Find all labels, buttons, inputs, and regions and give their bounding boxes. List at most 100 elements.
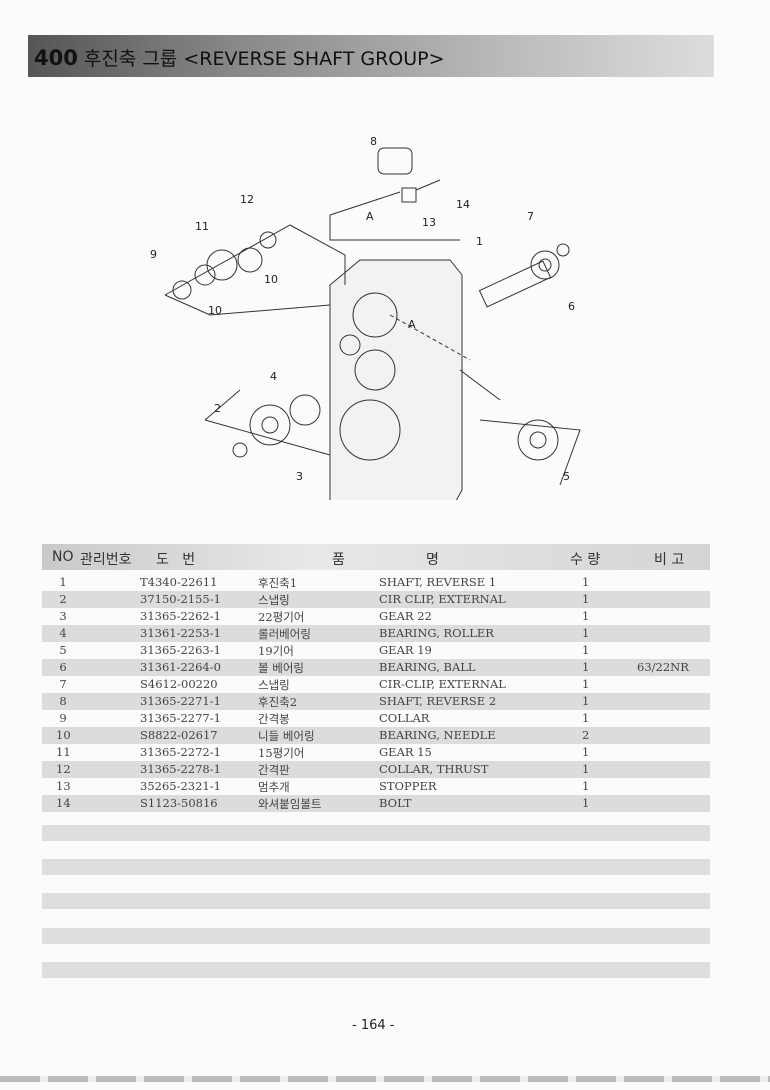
- part-number: 31361-2264-0: [140, 660, 221, 674]
- part-number: 31365-2278-1: [140, 762, 221, 776]
- part-number: 31365-2272-1: [140, 745, 221, 759]
- name-english: BEARING, ROLLER: [379, 626, 494, 640]
- remark: 63/22NR: [637, 660, 689, 674]
- reverse-shaft-1: [478, 260, 552, 308]
- name-korean: 볼 베어링: [258, 661, 304, 675]
- empty-row: [42, 928, 710, 944]
- callout-2: 2: [214, 402, 221, 415]
- row-no: 12: [56, 762, 71, 776]
- page-number: - 164 -: [352, 1018, 395, 1033]
- name-english: GEAR 15: [379, 745, 432, 759]
- name-english: SHAFT, REVERSE 2: [379, 694, 497, 708]
- name-english: GEAR 22: [379, 609, 432, 623]
- part-number: S8822-02617: [140, 728, 218, 742]
- row-no: 3: [59, 609, 67, 623]
- name-english: STOPPER: [379, 779, 437, 793]
- row-no: 11: [56, 745, 71, 759]
- name-korean: 와셔붙임볼트: [258, 797, 322, 811]
- view-label-a: A: [366, 210, 374, 223]
- row-no: 8: [59, 694, 67, 708]
- header-qty: 수 량: [570, 552, 601, 568]
- part-number: 35265-2321-1: [140, 779, 221, 793]
- name-korean: 멈추개: [258, 780, 290, 794]
- name-korean: 간격판: [258, 763, 290, 777]
- row-no: 10: [56, 728, 71, 742]
- part-number: 31365-2271-1: [140, 694, 221, 708]
- quantity: 1: [582, 660, 590, 674]
- name-korean: 후진축2: [258, 695, 298, 709]
- callout-4: 4: [270, 370, 277, 383]
- callout-8: 8: [370, 135, 377, 148]
- row-no: 7: [59, 677, 67, 691]
- name-english: SHAFT, REVERSE 1: [379, 575, 497, 589]
- name-korean: 니들 베어링: [258, 729, 315, 743]
- callout-9: 9: [150, 248, 157, 261]
- row-no: 5: [59, 643, 67, 657]
- gear-case: [329, 259, 463, 500]
- name-english: COLLAR, THRUST: [379, 762, 489, 776]
- row-no: 6: [59, 660, 67, 674]
- quantity: 1: [582, 609, 590, 623]
- title-banner: [28, 35, 714, 77]
- table-row: 8 31365-2271-1 후진축2 SHAFT, REVERSE 2 1: [42, 693, 710, 710]
- row-no: 14: [56, 796, 71, 810]
- name-korean: 스냅링: [258, 593, 290, 607]
- quantity: 1: [582, 575, 590, 589]
- part-number: S4612-00220: [140, 677, 218, 691]
- header-name-2: 명: [426, 552, 439, 568]
- name-korean: 스냅링: [258, 678, 290, 692]
- row-no: 13: [56, 779, 71, 793]
- group-number: 400: [34, 46, 78, 70]
- callout-1: 1: [476, 235, 483, 248]
- name-english: GEAR 19: [379, 643, 432, 657]
- name-korean: 간격봉: [258, 712, 290, 726]
- part-number: 31365-2277-1: [140, 711, 221, 725]
- quantity: 1: [582, 694, 590, 708]
- quantity: 1: [582, 643, 590, 657]
- part-number: 37150-2155-1: [140, 592, 221, 606]
- title-english: <REVERSE SHAFT GROUP>: [183, 48, 445, 70]
- callout-6: 6: [568, 300, 575, 313]
- row-no: 2: [59, 592, 67, 606]
- scan-edge: [0, 1076, 770, 1082]
- empty-row: [42, 893, 710, 909]
- header-management-no: 관리번호: [80, 552, 132, 568]
- name-english: BEARING, NEEDLE: [379, 728, 496, 742]
- table-header: NO 관리번호 도 번 품 명 수 량 비 고: [42, 544, 710, 570]
- part-number: 31361-2253-1: [140, 626, 221, 640]
- part-number: 31365-2263-1: [140, 643, 221, 657]
- exploded-parts-diagram: 1 2 3 4 5 6 7 8 9 10 10 11 12 13 14 A A: [150, 135, 581, 500]
- callout-13: 13: [422, 216, 436, 229]
- header-no: NO: [52, 549, 74, 565]
- name-korean: 15평기어: [258, 746, 305, 760]
- part-number: 31365-2262-1: [140, 609, 221, 623]
- quantity: 1: [582, 711, 590, 725]
- callout-7: 7: [527, 210, 534, 223]
- part-number: S1123-50816: [140, 796, 218, 810]
- name-english: CIR CLIP, EXTERNAL: [379, 592, 506, 606]
- header-name-1: 품: [332, 552, 345, 568]
- row-no: 4: [59, 626, 67, 640]
- empty-row: [42, 962, 710, 978]
- quantity: 1: [582, 592, 590, 606]
- name-english: COLLAR: [379, 711, 430, 725]
- header-remark: 비 고: [654, 552, 685, 568]
- quantity: 1: [582, 677, 590, 691]
- empty-row: [42, 859, 710, 875]
- quantity: 1: [582, 626, 590, 640]
- callout-10a: 10: [264, 273, 278, 286]
